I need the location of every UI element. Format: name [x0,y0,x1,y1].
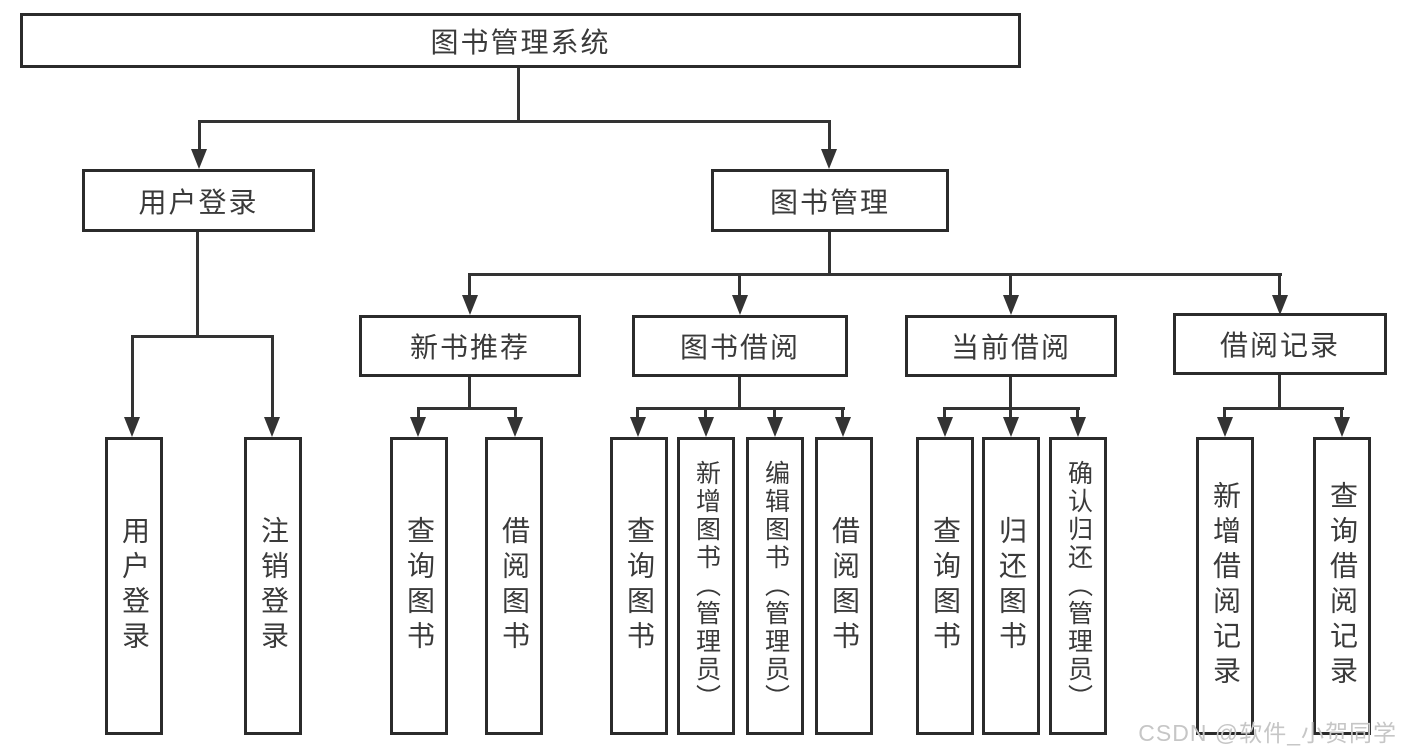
leaf-logout: 注销登录 [244,437,302,735]
arrowhead-down-icon [507,417,523,437]
tree-connector-line [1278,375,1281,407]
node-user-login: 用户登录 [82,169,315,232]
tree-connector-line [943,407,946,419]
leaf-borrow-books-recommendation: 借阅图书 [485,437,543,735]
leaf-add-borrowing-record: 新增借阅记录 [1196,437,1254,735]
arrowhead-down-icon [835,417,851,437]
csdn-watermark: CSDN @软件_小贺同学 [1138,720,1397,746]
tree-connector-line [1009,407,1012,419]
arrowhead-down-icon [1003,417,1019,437]
arrowhead-down-icon [410,417,426,437]
node-new-book-recommendation: 新书推荐 [359,315,581,377]
node-borrowing-records: 借阅记录 [1173,313,1387,375]
arrowhead-down-icon [124,417,140,437]
arrowhead-down-icon [698,417,714,437]
leaf-query-books-current: 查询图书 [916,437,974,735]
tree-connector-line [841,407,844,419]
arrowhead-down-icon [462,295,478,315]
tree-connector-line [1223,407,1344,410]
tree-connector-line [131,335,134,419]
tree-connector-line [198,120,831,123]
tree-connector-line [738,273,741,297]
leaf-add-books-admin: 新增图书（管理员） [677,437,735,735]
arrowhead-down-icon [767,417,783,437]
tree-connector-line [704,407,707,419]
tree-connector-line [738,377,741,407]
leaf-return-books: 归还图书 [982,437,1040,735]
tree-connector-line [1076,407,1079,419]
tree-connector-line [636,407,845,410]
tree-connector-line [271,335,274,419]
tree-connector-line [828,120,831,150]
tree-connector-line [198,120,201,150]
tree-connector-line [636,407,639,419]
tree-connector-line [417,407,420,419]
tree-connector-line [773,407,776,419]
leaf-edit-books-admin: 编辑图书（管理员） [746,437,804,735]
tree-connector-line [468,273,1282,276]
tree-connector-line [1009,377,1012,407]
tree-connector-line [417,407,517,410]
arrowhead-down-icon [1003,295,1019,315]
leaf-query-books-recommendation: 查询图书 [390,437,448,735]
node-book-management: 图书管理 [711,169,949,232]
arrowhead-down-icon [1334,417,1350,437]
tree-connector-line [468,273,471,297]
leaf-borrow-books-borrowing: 借阅图书 [815,437,873,735]
tree-connector-line [468,377,471,407]
tree-connector-line [1340,407,1343,419]
arrowhead-down-icon [1217,417,1233,437]
arrowhead-down-icon [1070,417,1086,437]
leaf-user-login: 用户登录 [105,437,163,735]
tree-connector-line [514,407,517,419]
tree-connector-line [1223,407,1226,419]
leaf-query-books-borrowing: 查询图书 [610,437,668,735]
arrowhead-down-icon [1272,295,1288,315]
arrowhead-down-icon [191,149,207,169]
arrowhead-down-icon [821,149,837,169]
node-current-borrowing: 当前借阅 [905,315,1117,377]
arrowhead-down-icon [732,295,748,315]
tree-connector-line [1009,273,1012,297]
arrowhead-down-icon [630,417,646,437]
node-root-library-management-system: 图书管理系统 [20,13,1021,68]
tree-connector-line [517,68,520,120]
tree-connector-line [828,232,831,273]
arrowhead-down-icon [264,417,280,437]
tree-connector-line [196,232,199,335]
node-book-borrowing: 图书借阅 [632,315,848,377]
tree-connector-line [131,335,274,338]
arrowhead-down-icon [937,417,953,437]
leaf-confirm-return-admin: 确认归还（管理员） [1049,437,1107,735]
tree-connector-line [1278,273,1281,297]
leaf-query-borrowing-record: 查询借阅记录 [1313,437,1371,735]
